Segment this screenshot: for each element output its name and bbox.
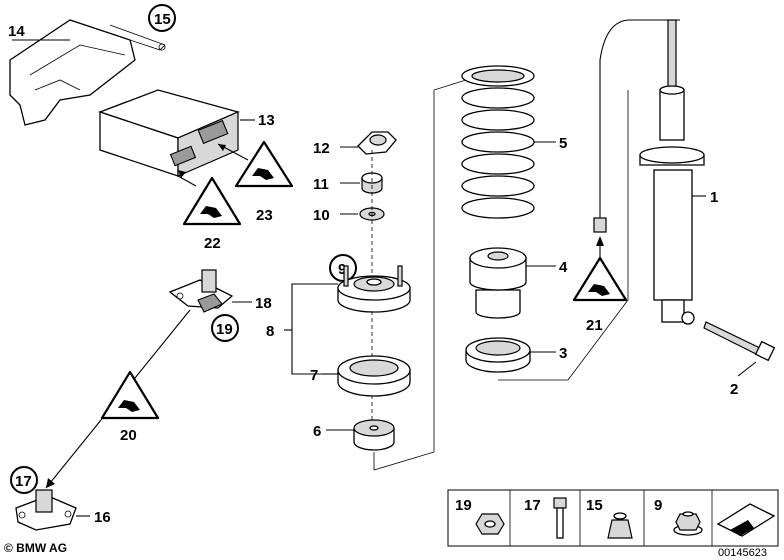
label-6: 6 (313, 423, 321, 440)
control-unit-part-13 (98, 89, 240, 177)
label-10: 10 (313, 207, 330, 224)
label-1: 1 (710, 189, 718, 206)
label-9: 9 (338, 261, 346, 278)
warning-triangle-23 (234, 140, 294, 188)
copyright-text: © BMW AG (4, 541, 67, 555)
label-20: 20 (120, 427, 137, 444)
label-22: 22 (204, 235, 221, 252)
label-14: 14 (8, 23, 25, 40)
label-12: 12 (313, 140, 330, 157)
callout-circle-9 (329, 254, 357, 282)
label-2: 2 (730, 381, 738, 398)
shock-absorber-part-1 (639, 19, 705, 325)
bracket-part-14 (9, 19, 166, 126)
label-23: 23 (256, 207, 273, 224)
bump-stop-part-4 (469, 247, 527, 319)
bolt-part-2 (703, 321, 776, 362)
coil-spring-part-5 (461, 65, 535, 219)
label-4: 4 (559, 259, 568, 276)
label-15: 15 (154, 11, 171, 28)
label-19: 19 (216, 321, 233, 338)
bushing-part-11 (361, 172, 383, 194)
leader-2 (737, 361, 757, 377)
legend-label-19: 19 (455, 497, 472, 514)
wire-connector (593, 217, 607, 233)
warning-triangle-22 (182, 176, 242, 226)
warning-triangle-21 (572, 256, 628, 302)
nut-icon (475, 513, 505, 535)
sensor-part-16 (15, 489, 77, 531)
label-11: 11 (313, 176, 329, 193)
ring-part-3 (465, 337, 531, 373)
flange-nut-icon (673, 511, 703, 536)
label-7: 7 (310, 367, 318, 384)
label-21: 21 (586, 317, 603, 334)
legend-label-17: 17 (524, 497, 541, 514)
fastener-legend: 19 17 15 9 (447, 489, 779, 547)
label-18: 18 (255, 295, 272, 312)
clip-part-12 (357, 131, 397, 155)
label-13: 13 (258, 112, 275, 129)
callout-circle-15 (148, 4, 176, 32)
callout-circle-17 (10, 466, 38, 494)
assembly-outline (373, 69, 499, 471)
bolt-icon (553, 497, 567, 539)
arrow-22 (177, 175, 197, 187)
label-5: 5 (559, 135, 567, 152)
bracket-8 (291, 283, 338, 375)
callout-circle-19 (211, 314, 239, 342)
assembly-outline-right (498, 90, 629, 381)
clip-nut-icon (607, 512, 633, 539)
sensor-part-18 (168, 269, 234, 313)
ring-part-7 (337, 355, 411, 397)
direction-arrow-icon (716, 503, 776, 537)
label-16: 16 (94, 509, 111, 526)
cap-part-6 (353, 419, 395, 451)
label-3: 3 (559, 345, 567, 362)
warning-triangle-20 (100, 370, 160, 420)
label-8: 8 (266, 323, 274, 340)
strut-mount-part-8 (337, 265, 411, 313)
legend-label-9: 9 (654, 497, 662, 514)
sensor-wire (599, 19, 680, 220)
label-17: 17 (15, 473, 32, 490)
diagram-number: 00145623 (718, 547, 767, 559)
legend-label-15: 15 (586, 497, 603, 514)
